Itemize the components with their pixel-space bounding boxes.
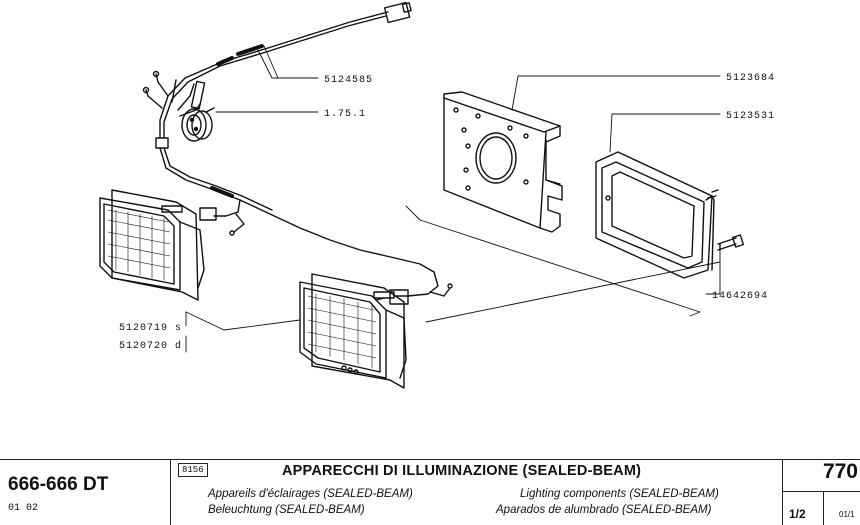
ref-code: 8156 [178, 463, 208, 477]
sheet-number: 1/2 [789, 507, 806, 521]
divider [782, 491, 860, 492]
page-number: 770 [822, 460, 858, 483]
page-title: APPARECCHI DI ILLUMINAZIONE (SEALED-BEAM… [282, 463, 642, 479]
label-1-75-1: 1.75.1 [324, 109, 366, 120]
label-5120719: 5120719 s [119, 323, 182, 334]
label-14642694: 14642694 [712, 291, 768, 302]
divider [782, 460, 783, 525]
model-code: 01 02 [8, 503, 39, 514]
label-5123684: 5123684 [726, 73, 775, 84]
headlight-frame [595, 151, 719, 279]
adjusting-screw [717, 234, 745, 251]
mounting-bracket [443, 91, 563, 233]
right-headlight [299, 273, 407, 389]
left-headlight [99, 189, 205, 301]
divider [170, 460, 171, 525]
relay-socket [181, 107, 215, 142]
title-de: Beleuchtung (SEALED-BEAM) [208, 504, 365, 516]
label-5123531: 5123531 [726, 111, 775, 122]
part-labels: 5124585 1.75.1 5123684 5123531 14642694 … [119, 73, 775, 352]
wiring-harness [142, 1, 453, 305]
label-5124585: 5124585 [324, 75, 373, 86]
label-5120720: 5120720 d [119, 340, 182, 352]
title-en: Lighting components (SEALED-BEAM) [520, 488, 719, 500]
model-name: 666-666 DT [8, 474, 109, 495]
title-es: Aparados de alumbrado (SEALED-BEAM) [496, 504, 712, 516]
parts-diagram: 5124585 1.75.1 5123684 5123531 14642694 … [99, 1, 775, 389]
title-fr: Appareils d'éclairages (SEALED-BEAM) [208, 488, 413, 500]
divider [823, 491, 824, 525]
revision: 01/1 [839, 510, 855, 519]
title-block: 666-666 DT 01 02 8156 APPARECCHI DI ILLU… [0, 459, 860, 525]
